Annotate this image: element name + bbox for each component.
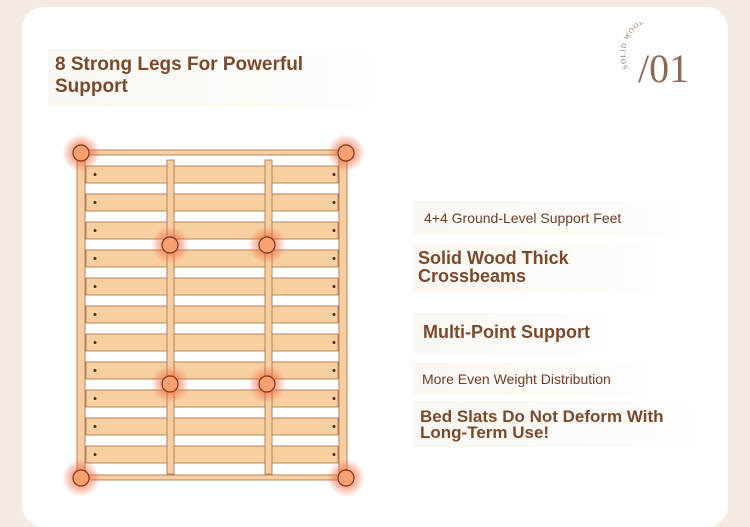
page-title: 8 Strong Legs For Powerful Support — [55, 54, 304, 97]
support-legs — [62, 134, 365, 497]
support-leg — [72, 469, 90, 487]
right-crossbeam — [264, 159, 273, 475]
support-leg — [337, 144, 355, 162]
bed-slat — [85, 333, 339, 352]
slat-screw — [93, 173, 97, 176]
bed-slat — [85, 165, 339, 184]
feature-bg-2 — [412, 244, 662, 292]
bed-slat — [85, 249, 339, 268]
slat-screw — [332, 285, 336, 288]
slat-screw — [93, 229, 97, 232]
slat-screw — [332, 257, 336, 260]
support-leg — [72, 144, 90, 162]
feature-weight: More Even Weight Distribution — [422, 371, 611, 387]
bed-frame-diagram — [62, 134, 365, 497]
bed-slat — [85, 445, 339, 464]
bed-slat — [85, 417, 339, 436]
feature-bg-3 — [412, 313, 612, 353]
feature-bg-4 — [412, 363, 652, 395]
slat-screw — [93, 453, 97, 456]
slat-screw — [332, 369, 336, 372]
badge-number: /01 — [638, 46, 689, 88]
title-background — [48, 49, 378, 107]
bed-slats — [85, 165, 339, 464]
slat-screw — [93, 313, 97, 316]
slat-screw — [332, 453, 336, 456]
slat-screw — [332, 229, 336, 232]
bed-slat — [85, 277, 339, 296]
support-leg — [337, 469, 355, 487]
solid-wood-bed-badge: SOLID WOOD BED /01 — [619, 22, 689, 88]
slat-screw — [332, 397, 336, 400]
foot-rail — [80, 474, 346, 481]
support-leg — [161, 375, 179, 393]
slat-screw — [93, 201, 97, 204]
right-side-rail — [338, 151, 348, 479]
support-leg — [161, 236, 179, 254]
bed-slat — [85, 389, 339, 408]
bed-slat — [85, 361, 339, 380]
slat-screw — [93, 341, 97, 344]
bed-slat — [85, 193, 339, 212]
slat-screw — [332, 425, 336, 428]
feature-no-deform: Bed Slats Do Not Deform With Long-Term U… — [420, 407, 664, 442]
slat-screw — [332, 341, 336, 344]
slat-screw — [93, 285, 97, 288]
feature-bg-5 — [412, 401, 697, 447]
feature-crossbeams: Solid Wood Thick Crossbeams — [418, 248, 569, 286]
slat-screw — [332, 313, 336, 316]
slat-screw — [332, 201, 336, 204]
slat-screw — [332, 173, 336, 176]
slat-screw — [93, 397, 97, 400]
feature-bg-1 — [412, 201, 687, 235]
bed-slat — [85, 305, 339, 324]
head-rail — [80, 149, 346, 156]
feature-multipoint: Multi-Point Support — [423, 322, 590, 342]
support-leg — [258, 236, 276, 254]
slat-screw — [93, 425, 97, 428]
bed-slat — [85, 221, 339, 240]
left-crossbeam — [166, 159, 175, 475]
left-side-rail — [76, 151, 86, 479]
feature-ground-feet: 4+4 Ground-Level Support Feet — [424, 210, 622, 226]
slat-screw — [93, 257, 97, 260]
support-leg — [258, 375, 276, 393]
slat-screw — [93, 369, 97, 372]
